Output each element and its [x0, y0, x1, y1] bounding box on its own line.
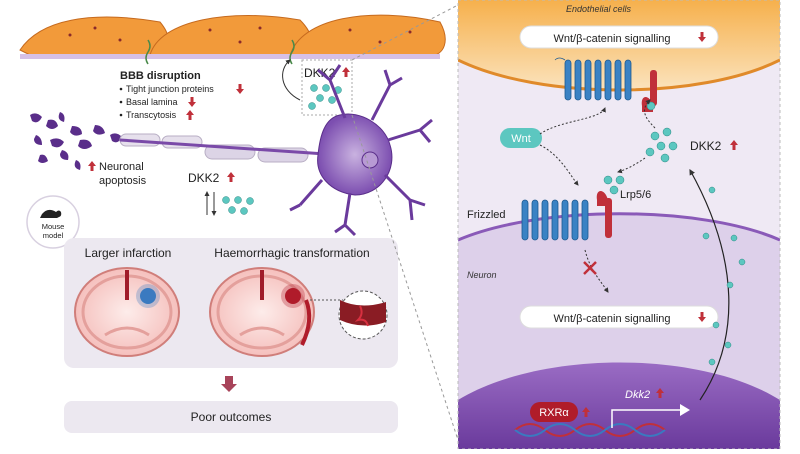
frizzled-receptor-bottom [521, 199, 589, 241]
up-arrow-icon [186, 110, 194, 120]
wnt-signalling-bottom-pill [519, 305, 719, 329]
rxra-pill [530, 402, 578, 422]
bbb-title: BBB disruption [120, 70, 201, 82]
neuron-cell [289, 64, 433, 237]
axon-fragments [30, 112, 122, 170]
dkk2-right-label: DKK2 [690, 139, 722, 153]
dkk2-particles-right [603, 127, 678, 195]
frizzled-receptor-top [554, 57, 632, 101]
dkk2-particles-top [308, 84, 342, 110]
frizzled-label: Frizzled [467, 209, 506, 221]
brain-infarction [74, 267, 180, 357]
larger-infarction-title: Larger infarction [85, 246, 172, 260]
mouse-icon [40, 209, 62, 218]
model-label: model [43, 231, 64, 240]
endothelial-cells [19, 14, 446, 65]
down-arrow-icon [188, 97, 196, 107]
wnt-signalling-top-pill [519, 25, 719, 49]
bbb-item-2: Basal lamina [126, 97, 178, 107]
dkk2-mid-label: DKK2 [188, 171, 220, 185]
mouse-label: Mouse [42, 222, 65, 231]
rxra-label: RXRα [539, 407, 569, 419]
up-arrow-icon [227, 172, 235, 182]
lrp-label: Lrp5/6 [620, 189, 651, 201]
dkk2-gene-label: Dkk2 [625, 389, 650, 401]
poor-outcomes-label: Poor outcomes [191, 410, 272, 424]
up-arrow-icon [88, 161, 96, 171]
bbb-item-3: Transcytosis [126, 110, 177, 120]
haemorrhagic-title: Haemorrhagic transformation [214, 246, 369, 260]
apoptosis-label: apoptosis [99, 175, 147, 187]
lrp-receptor-bottom [596, 191, 612, 238]
dkk2-secretion-particles [702, 186, 746, 366]
axon [119, 133, 341, 163]
endothelial-label: Endothelial cells [566, 4, 632, 14]
right-panel [457, 0, 781, 450]
wnt-pill-label: Wnt [511, 133, 531, 145]
wnt-signalling-top-label: Wnt/β-catenin signalling [554, 33, 671, 45]
mouse-model-badge: Mouse model [26, 195, 80, 249]
blocked-x-icon [583, 261, 597, 275]
neuron-label: Neuron [467, 270, 497, 280]
wnt-signalling-bottom-label: Wnt/β-catenin signalling [554, 313, 671, 325]
dkk2-particles-mid [222, 196, 254, 215]
up-arrow-icon [342, 67, 350, 77]
bbb-list: Tight junction proteins Basal lamina Tra… [119, 84, 244, 120]
brain-haemorrhage [209, 267, 315, 357]
dna-strand [514, 423, 666, 437]
neuronal-label: Neuronal [99, 161, 144, 173]
bbb-item-1: Tight junction proteins [126, 84, 214, 94]
vessel-zoom [310, 290, 388, 340]
poor-outcomes-box [64, 401, 398, 433]
down-arrow-icon [236, 84, 244, 94]
wnt-pill [500, 128, 542, 148]
